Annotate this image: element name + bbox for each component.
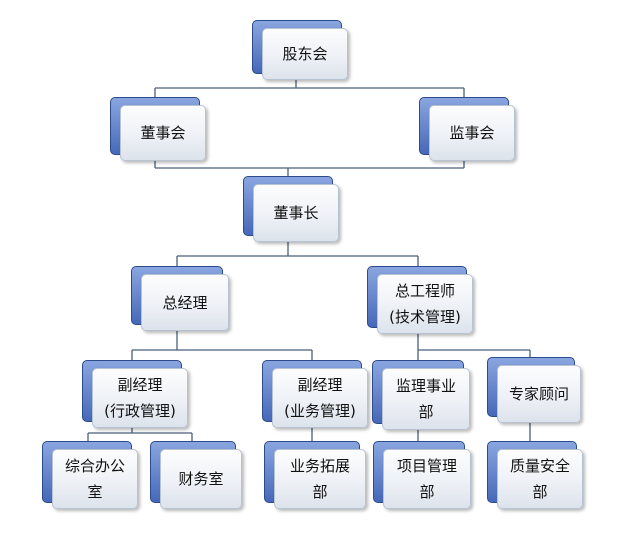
node-label: 财务室	[178, 470, 224, 488]
node-label: 监事会	[449, 124, 495, 142]
node-business-dev-dept: 业务拓展 部	[264, 441, 366, 509]
node-label: 股东会	[282, 45, 328, 63]
node-label: 副经理 (行政管理)	[104, 376, 176, 420]
node-board-of-directors: 董事会	[110, 97, 206, 161]
node-finance-office: 财务室	[150, 441, 242, 509]
node-board-of-supervisors: 监事会	[419, 97, 515, 161]
node-quality-safety-dept: 质量安全 部	[487, 441, 583, 509]
node-label: 副经理 (业务管理)	[284, 376, 356, 420]
node-label: 业务拓展 部	[289, 457, 350, 501]
node-general-manager: 总经理	[131, 266, 229, 331]
node-general-office: 综合办公 室	[42, 441, 138, 509]
node-label: 总工程师 (技术管理)	[389, 282, 461, 326]
node-label: 董事会	[140, 124, 186, 142]
node-label: 综合办公 室	[64, 457, 125, 501]
node-shareholders-meeting: 股东会	[252, 20, 348, 80]
node-supervision-dept: 监理事业 部	[372, 360, 470, 430]
node-chief-engineer: 总工程师 (技术管理)	[367, 266, 473, 334]
node-label: 质量安全 部	[509, 457, 570, 501]
node-label: 董事长	[273, 204, 319, 222]
node-label: 总经理	[162, 293, 208, 312]
node-label: 监理事业 部	[395, 377, 456, 421]
node-project-mgmt-dept: 项目管理 部	[373, 441, 471, 509]
node-deputy-gm-business: 副经理 (业务管理)	[262, 360, 368, 428]
node-label: 专家顾问	[508, 385, 569, 403]
node-label: 项目管理 部	[396, 457, 457, 501]
node-deputy-gm-admin: 副经理 (行政管理)	[82, 360, 188, 428]
node-chairman: 董事长	[243, 176, 339, 242]
node-expert-consultant: 专家顾问	[487, 357, 581, 423]
